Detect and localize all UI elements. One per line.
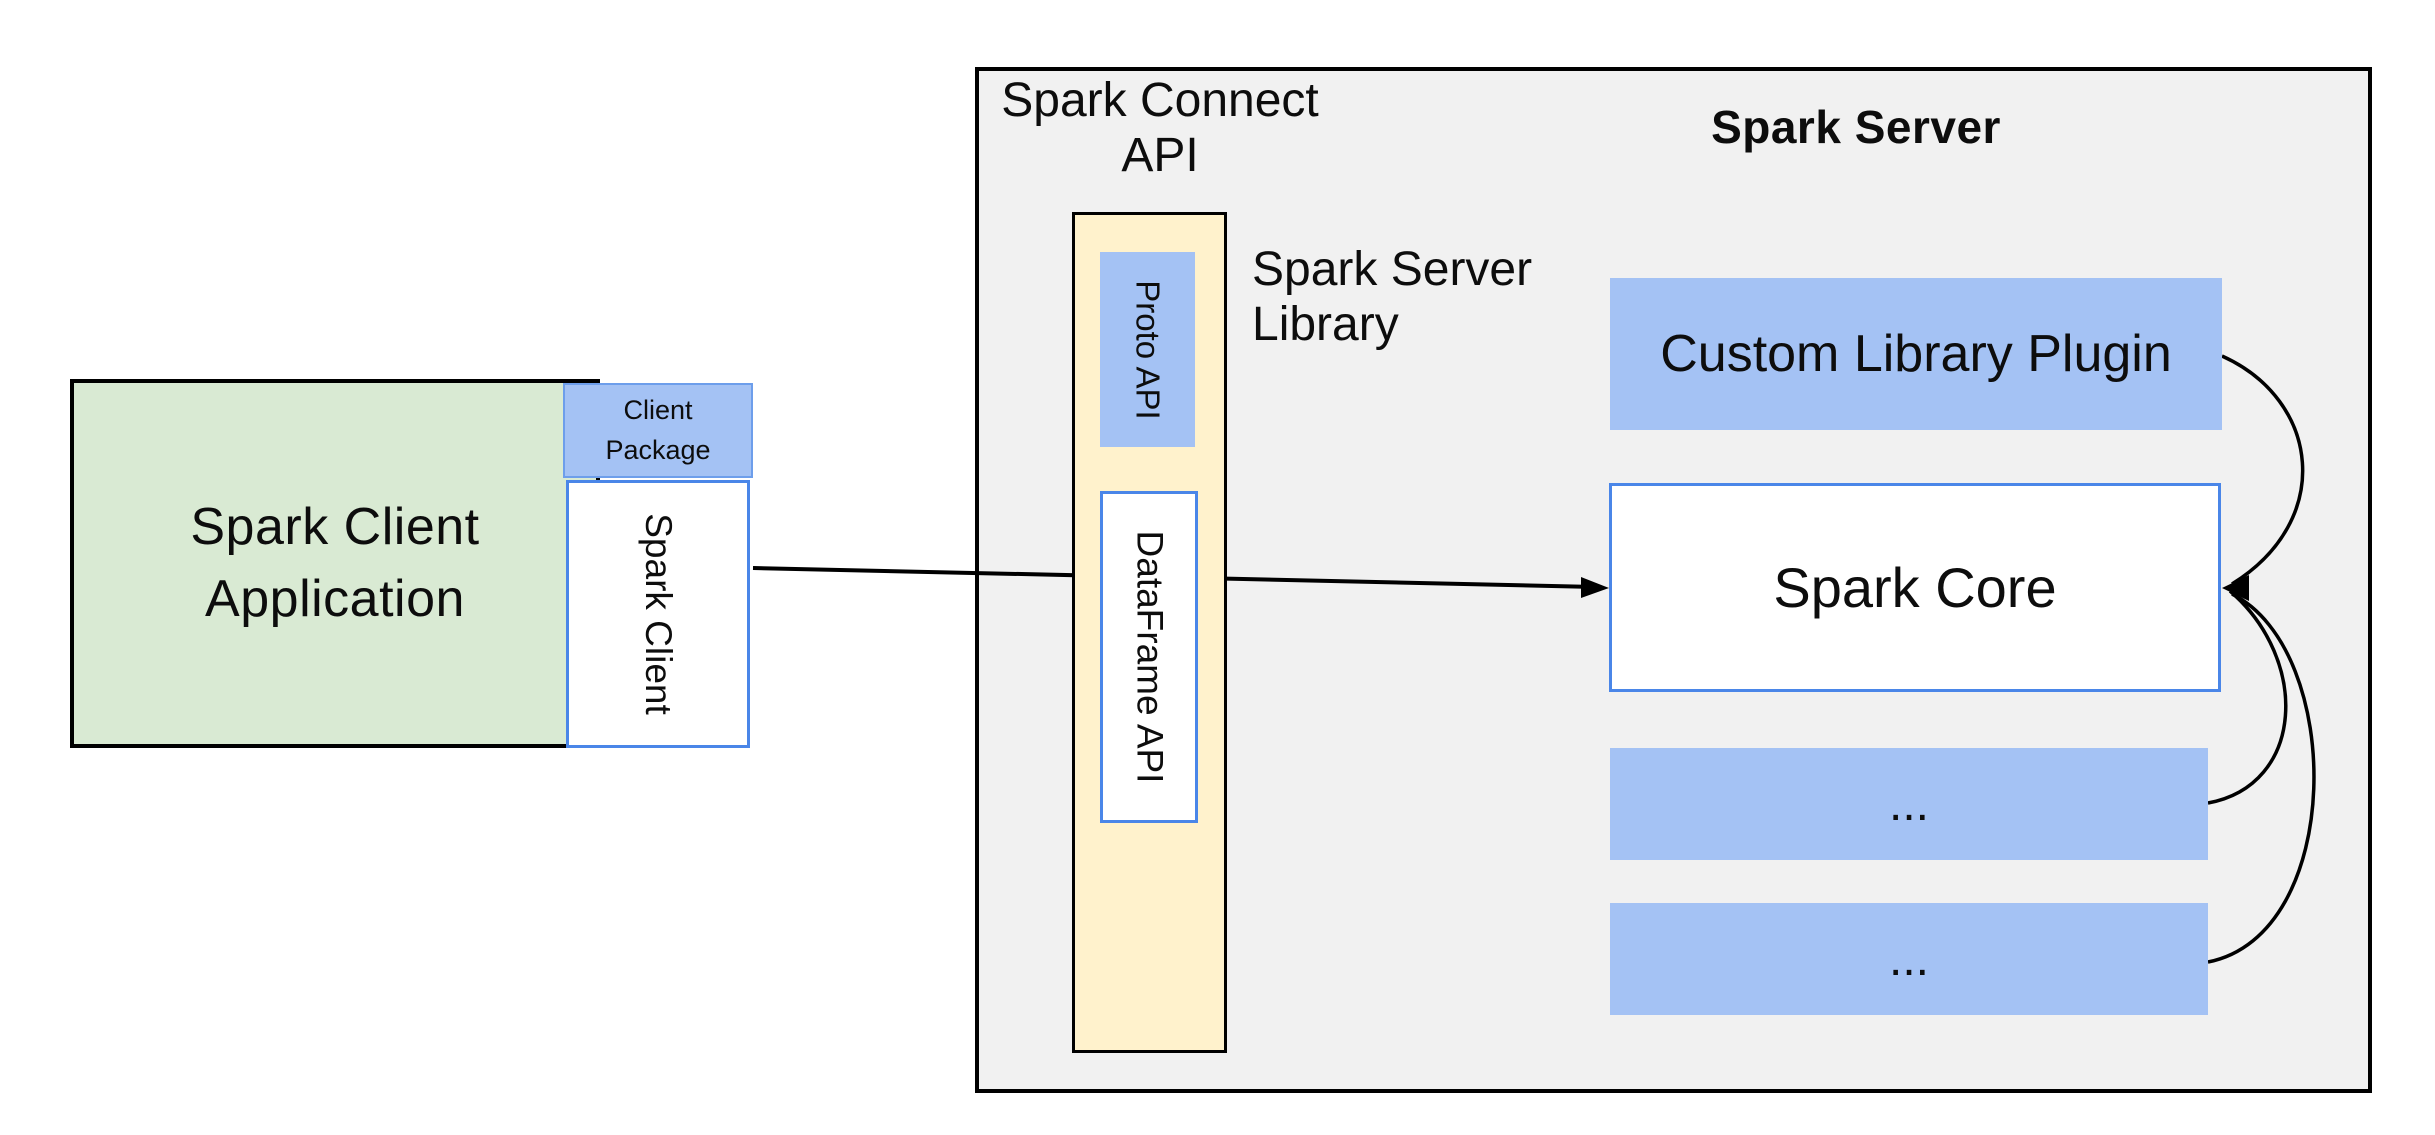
spark-connect-api-label: Spark Connect API	[1001, 74, 1319, 182]
ellipsis-box-top: ...	[1610, 748, 2208, 860]
custom-library-plugin-box: Custom Library Plugin	[1610, 278, 2222, 430]
spark-server-title: Spark Server	[1711, 101, 2001, 153]
custom-library-plugin-label: Custom Library Plugin	[1660, 325, 2172, 383]
dataframe-api-box: DataFrame API	[1100, 491, 1198, 823]
spark-client-label: Spark Client	[638, 513, 679, 715]
proto-api-label: Proto API	[1129, 279, 1167, 420]
spark-server-library-label: Spark Server Library	[1252, 243, 1533, 351]
client-package-box: Client Package	[563, 383, 753, 478]
spark-client-application-label: Spark Client Application	[190, 497, 480, 628]
spark-core-box: Spark Core	[1609, 483, 2221, 692]
client-package-label: Client Package	[605, 395, 711, 465]
spark-core-label: Spark Core	[1773, 556, 2057, 619]
ellipsis-top-label: ...	[1888, 777, 1929, 831]
dataframe-api-label: DataFrame API	[1129, 530, 1170, 784]
spark-client-application-box: Spark Client Application	[70, 379, 600, 748]
spark-client-box: Spark Client	[566, 480, 750, 748]
proto-api-box: Proto API	[1100, 252, 1195, 447]
ellipsis-bottom-label: ...	[1888, 932, 1929, 986]
ellipsis-box-bottom: ...	[1610, 903, 2208, 1015]
